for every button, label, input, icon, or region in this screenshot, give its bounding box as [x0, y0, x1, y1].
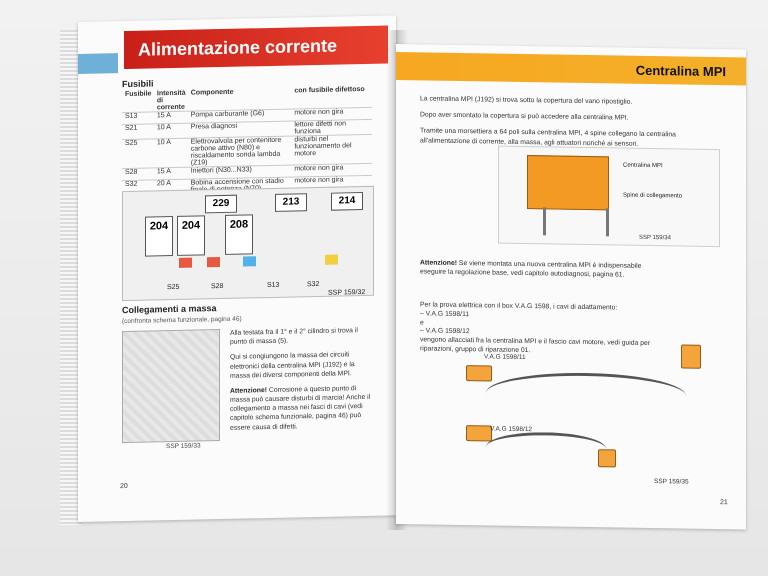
ground-line-1: Alla testata fra il 1° e il 2° cilindro …	[230, 327, 358, 346]
cable-upper	[486, 371, 686, 418]
current-cell: 15 A	[156, 168, 171, 176]
fuse-cell: S28	[125, 168, 138, 177]
current-cell: 10 A	[156, 124, 171, 132]
plug-left-bottom	[466, 425, 492, 442]
current-cell: 10 A	[156, 139, 171, 147]
fuse-s13	[243, 256, 256, 267]
left-page-title: Alimentazione corrente	[124, 25, 388, 70]
header-current: Intensità di corrente	[156, 89, 186, 112]
callout-s32: S32	[307, 280, 320, 289]
engine-ground-photo	[122, 329, 220, 444]
open-manual: Alimentazione corrente Fusibili Fusibile…	[60, 10, 760, 530]
fuses-section-title: Fusibili	[122, 78, 154, 90]
defect-cell: motore non gira	[294, 108, 344, 117]
ground-connections-note: (confronta schema funzionale, pagina 46)	[122, 315, 242, 326]
mpi-control-unit-illustration	[527, 155, 609, 211]
ecu-figure: Centralina MPI Spine di collegamento SSP…	[498, 145, 720, 248]
connector-label: Spine di collegamento	[623, 192, 683, 200]
ecu-figure-ref: SSP 159/34	[639, 234, 671, 242]
left-figure-caption: SSP 159/33	[166, 442, 201, 451]
attention-label: Attenzione!	[420, 259, 458, 267]
component-cell: Presa diagnosi	[190, 122, 238, 131]
defect-cell: lettore difetti non funziona	[294, 120, 347, 136]
adapter-cable-12-label: V.A.G 1598/12	[490, 425, 533, 434]
fuse-s25	[179, 257, 192, 268]
cable-lower	[486, 431, 606, 465]
left-page: Alimentazione corrente Fusibili Fusibile…	[78, 15, 396, 523]
fuse-table: Fusibile Intensità di corrente Component…	[122, 85, 372, 197]
connector-cables-illustration	[543, 207, 609, 237]
ground-explanation: Alla testata fra il 1° e il 2° cilindro …	[230, 326, 372, 433]
defect-cell: disturbi nel funzionamento del motore	[294, 135, 352, 158]
plug-left-top	[466, 365, 492, 382]
relay-213: 213	[275, 193, 307, 212]
component-cell: Pompa carburante (G6)	[190, 110, 265, 119]
fuse-cell: S13	[125, 112, 138, 121]
component-cell: Elettrovalvola per contenitore carbone a…	[190, 136, 282, 167]
ground-connections-title: Collegamenti a massa	[122, 303, 217, 316]
right-page-number: 21	[720, 499, 728, 507]
ecu-label: Centralina MPI	[623, 162, 663, 170]
header-defect: con fusibile difettoso	[294, 85, 365, 95]
fuse-box-diagram: 229 213 214 204 204 208 S25 S28 S13 S32 …	[122, 185, 374, 302]
plug-right-top	[681, 344, 701, 369]
mpi-attention: Attenzione! Se viene montata una nuova c…	[420, 259, 660, 280]
left-banner-tab	[78, 53, 118, 74]
header-component: Componente	[190, 88, 234, 97]
left-page-number: 20	[120, 482, 128, 491]
right-page-title: Centralina MPI	[635, 62, 726, 80]
callout-s25: S25	[167, 283, 180, 292]
fuse-cell: S25	[125, 139, 138, 148]
header-fuse: Fusibile	[125, 90, 152, 99]
adapter-cable-11-label: V.A.G 1598/11	[484, 353, 526, 362]
warning-label: Attenzione!	[230, 386, 268, 395]
right-page: Centralina MPI La centralina MPI (J192) …	[396, 44, 746, 530]
ground-line-2: Qui si congiungono la massa dei circuiti…	[230, 351, 355, 380]
component-cell: Iniettori (N30...N33)	[190, 166, 252, 175]
fuse-s32	[325, 254, 338, 265]
relay-214: 214	[331, 192, 363, 211]
fuse-cell: S21	[125, 124, 138, 133]
mpi-intro-1: La centralina MPI (J192) si trova sotto …	[420, 95, 633, 106]
relay-208: 208	[225, 214, 253, 255]
relay-204-a: 204	[145, 216, 173, 257]
relay-204-b: 204	[177, 215, 205, 256]
fuse-s28	[207, 257, 220, 268]
right-bottom-ref: SSP 159/35	[654, 478, 689, 486]
current-cell: 15 A	[156, 112, 171, 120]
callout-s28: S28	[211, 282, 224, 291]
ground-warning: Attenzione! Corrosione a questo punto di…	[230, 384, 372, 433]
mpi-intro-2: Dopo aver smontato la copertura si può a…	[420, 111, 629, 122]
callout-s13: S13	[267, 281, 280, 290]
adapter-cables-illustration: V.A.G 1598/11 V.A.G 1598/12	[466, 341, 726, 475]
defect-cell: motore non gira	[294, 164, 344, 173]
relay-229: 229	[205, 194, 237, 214]
diagram-ref-left: SSP 159/32	[328, 288, 366, 297]
